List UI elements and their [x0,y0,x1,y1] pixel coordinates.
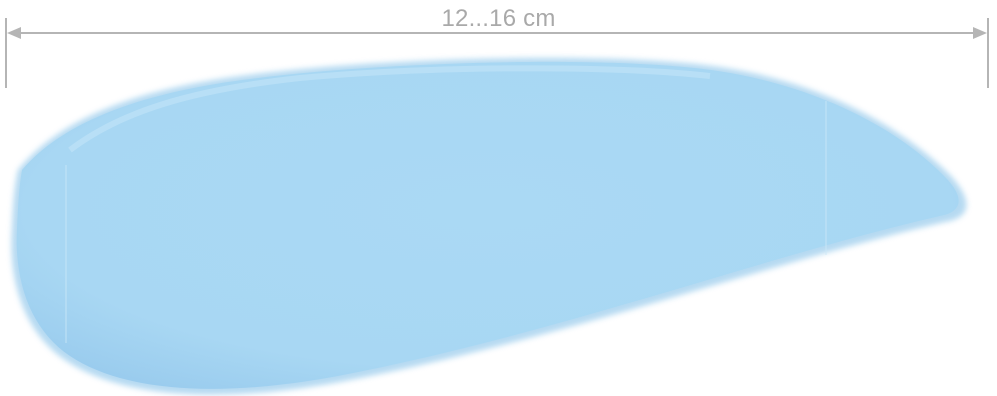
insole-shape [16,61,959,389]
dimension-label: 12...16 cm [441,5,556,32]
arrowhead-left-icon [7,27,21,39]
insole-top-highlight [68,65,711,153]
dimension-annotation: 12...16 cm [0,0,997,90]
arrowhead-right-icon [973,27,987,39]
